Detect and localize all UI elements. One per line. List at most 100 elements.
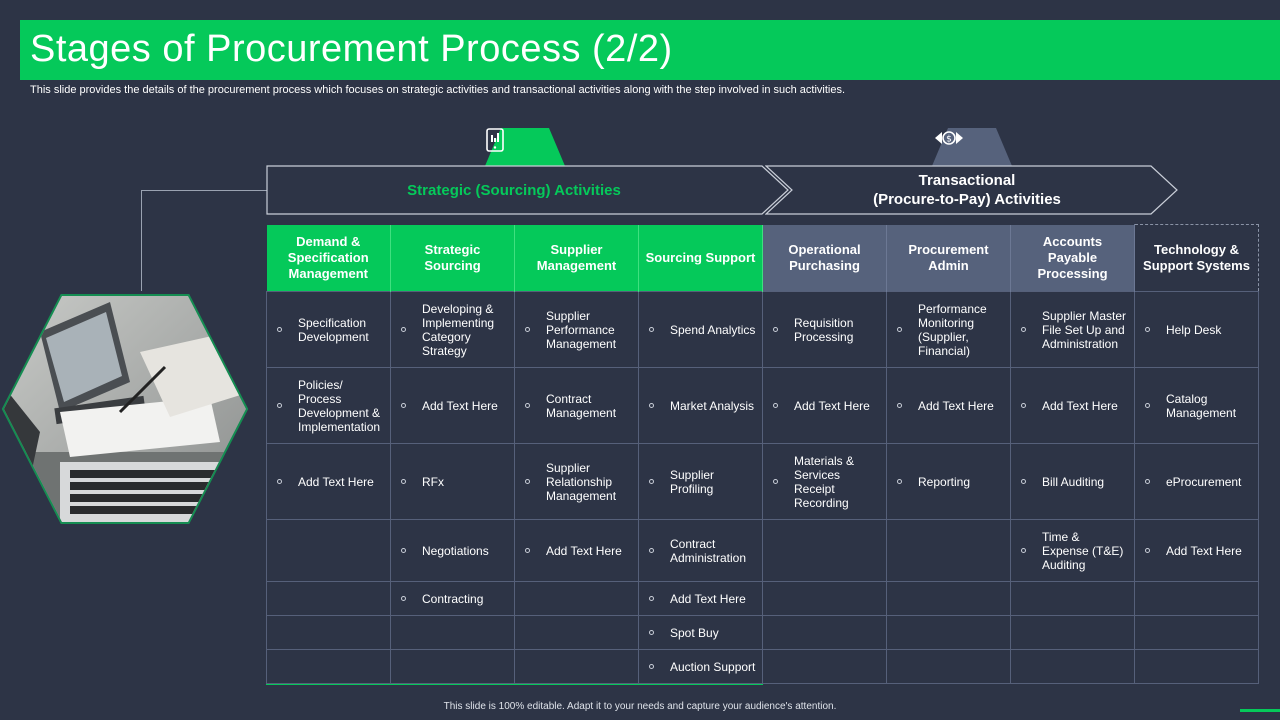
- list-item: Market Analysis: [645, 399, 756, 413]
- table-cell: [266, 519, 391, 582]
- cell-text: Supplier Performance Management: [546, 308, 617, 351]
- table-cell: [514, 649, 639, 684]
- table-cell: [514, 615, 639, 650]
- table-cell: [266, 581, 391, 616]
- table-cell: Supplier Profiling: [638, 443, 763, 520]
- bullet-icon: [897, 327, 902, 332]
- list-item: Contracting: [397, 592, 508, 606]
- list-item: Time & Expense (T&E) Auditing: [1017, 530, 1128, 572]
- table-cell: Bill Auditing: [1010, 443, 1135, 520]
- bullet-icon: [277, 327, 282, 332]
- list-item: Add Text Here: [397, 399, 508, 413]
- bullet-icon: [525, 327, 530, 332]
- cell-text: Add Text Here: [794, 398, 870, 413]
- table-cell: Auction Support: [638, 649, 763, 684]
- bullet-icon: [1145, 403, 1150, 408]
- transactional-banner-line1: Transactional: [918, 172, 1016, 189]
- table-cell: Time & Expense (T&E) Auditing: [1010, 519, 1135, 582]
- cell-text: Add Text Here: [1042, 398, 1118, 413]
- table-cell: Materials & Services Receipt Recording: [762, 443, 887, 520]
- table-cell: Catalog Management: [1134, 367, 1259, 444]
- header-procurement-admin: Procurement Admin: [886, 224, 1011, 292]
- bullet-icon: [525, 479, 530, 484]
- bullet-icon: [401, 403, 406, 408]
- bullet-icon: [1021, 327, 1026, 332]
- cell-text: Performance Monitoring (Supplier, Financ…: [918, 301, 987, 358]
- office-photo-hexagon: [0, 292, 250, 526]
- list-item: Add Text Here: [1141, 544, 1252, 558]
- table-bottom-accent: [266, 684, 763, 685]
- transactional-tab: $: [932, 128, 1012, 166]
- list-item: Supplier Master File Set Up and Administ…: [1017, 309, 1128, 351]
- slide-footer: This slide is 100% editable. Adapt it to…: [443, 701, 837, 712]
- table-row: Contracting Add Text Here: [266, 581, 1259, 616]
- table-row: Negotiations Add Text Here Contract Admini…: [266, 519, 1259, 582]
- table-cell: eProcurement: [1134, 443, 1259, 520]
- cell-text: Supplier Profiling: [670, 467, 715, 496]
- list-item: Materials & Services Receipt Recording: [769, 454, 880, 510]
- bullet-icon: [401, 479, 406, 484]
- cell-text: Reporting: [918, 474, 971, 489]
- table-cell: Policies/ Process Development & Implemen…: [266, 367, 391, 444]
- cell-text: Add Text Here: [1166, 543, 1242, 558]
- strategic-activities-banner: Strategic (Sourcing) Activities: [266, 165, 790, 215]
- bullet-icon: [649, 403, 654, 408]
- bullet-icon: [649, 630, 654, 635]
- cell-text: Help Desk: [1166, 322, 1222, 337]
- list-item: Contract Administration: [645, 537, 756, 565]
- table-row: Specification Development Developing & Im…: [266, 291, 1259, 368]
- table-cell: Add Text Here: [1134, 519, 1259, 582]
- bullet-icon: [773, 403, 778, 408]
- bullet-icon: [277, 403, 282, 408]
- cell-text: Policies/ Process Development & Implemen…: [298, 377, 381, 434]
- table-cell: Add Text Here: [638, 581, 763, 616]
- header-accounts-payable: Accounts Payable Processing: [1010, 224, 1135, 292]
- header-demand-spec: Demand & Specification Management: [266, 224, 391, 292]
- cell-text: Developing & Implementing Category Strat…: [422, 301, 495, 358]
- cell-text: Time & Expense (T&E) Auditing: [1042, 529, 1124, 572]
- bullet-icon: [773, 479, 778, 484]
- mobile-chart-icon: [486, 128, 504, 152]
- cell-text: Auction Support: [670, 659, 756, 674]
- strategic-tab: [485, 128, 565, 166]
- cell-text: Supplier Master File Set Up and Administ…: [1042, 308, 1127, 351]
- table-cell: Reporting: [886, 443, 1011, 520]
- list-item: Reporting: [893, 475, 1004, 489]
- table-cell: Negotiations: [390, 519, 515, 582]
- list-item: Add Text Here: [1017, 399, 1128, 413]
- cell-text: Specification Development: [298, 315, 369, 344]
- table-row: Auction Support: [266, 649, 1259, 684]
- bullet-icon: [401, 548, 406, 553]
- header-strategic-sourcing: Strategic Sourcing: [390, 224, 515, 292]
- list-item: Performance Monitoring (Supplier, Financ…: [893, 302, 1004, 358]
- table-cell: [1010, 581, 1135, 616]
- bullet-icon: [525, 403, 530, 408]
- cell-text: Negotiations: [422, 543, 489, 558]
- slide-subtitle: This slide provides the details of the p…: [30, 84, 846, 96]
- cell-text: Requisition Processing: [794, 315, 854, 344]
- money-exchange-icon: $: [935, 131, 963, 145]
- table-cell: [266, 615, 391, 650]
- title-bar: Stages of Procurement Process (2/2): [20, 20, 1280, 80]
- table-cell: [762, 581, 887, 616]
- bullet-icon: [1021, 479, 1026, 484]
- bullet-icon: [649, 479, 654, 484]
- cell-text: Spot Buy: [670, 625, 719, 640]
- table-cell: Developing & Implementing Category Strat…: [390, 291, 515, 368]
- table-cell: Add Text Here: [390, 367, 515, 444]
- cell-text: Bill Auditing: [1042, 474, 1105, 489]
- list-item: Add Text Here: [769, 399, 880, 413]
- cell-text: Contract Management: [546, 391, 617, 420]
- list-item: Help Desk: [1141, 323, 1252, 337]
- bullet-icon: [897, 403, 902, 408]
- footer-accent-line: [1240, 709, 1280, 712]
- bullet-icon: [525, 548, 530, 553]
- bullet-icon: [1021, 548, 1026, 553]
- table-cell: [514, 581, 639, 616]
- cell-text: Add Text Here: [670, 591, 746, 606]
- list-item: Add Text Here: [273, 475, 384, 489]
- list-item: Auction Support: [645, 660, 756, 674]
- list-item: Developing & Implementing Category Strat…: [397, 302, 508, 358]
- bullet-icon: [277, 479, 282, 484]
